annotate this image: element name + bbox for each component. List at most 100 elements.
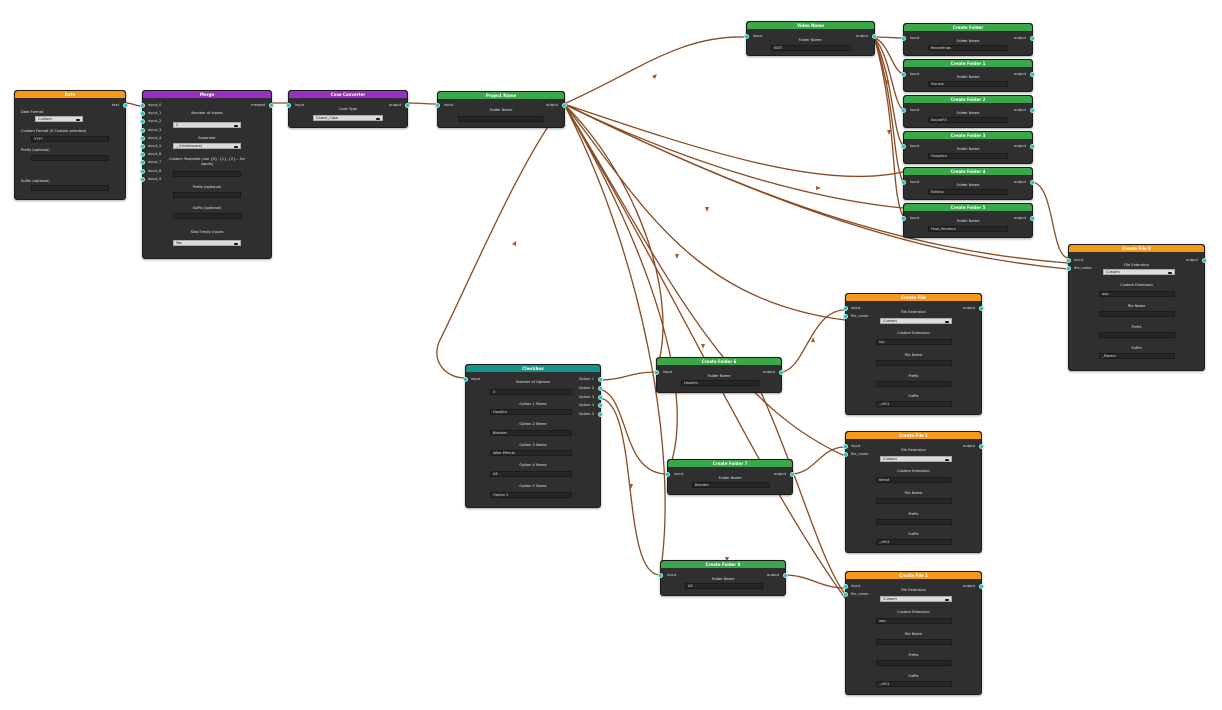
input-port[interactable] <box>901 72 906 77</box>
input-port[interactable] <box>901 144 906 149</box>
output-port[interactable] <box>790 472 795 477</box>
folder-name-input[interactable]: Graphics <box>928 153 1008 159</box>
node-create-file-2[interactable]: Create File 2 input file_name output Fil… <box>843 571 984 695</box>
input-port[interactable] <box>140 119 145 125</box>
node-create-file-1[interactable]: Create File 1 input file_name output Fil… <box>843 431 984 553</box>
input-port[interactable] <box>286 103 291 108</box>
input-port[interactable] <box>901 216 906 221</box>
custom-extension-input[interactable]: hip <box>876 339 952 345</box>
file-name-input[interactable] <box>876 360 952 366</box>
output-port[interactable] <box>405 103 410 108</box>
file-name-port[interactable] <box>1066 266 1071 271</box>
case-type-select[interactable]: Camel_Case <box>313 115 383 121</box>
suffix-input[interactable]: _v001 <box>876 539 952 545</box>
file-name-input[interactable] <box>876 498 952 504</box>
file-name-input[interactable] <box>1099 311 1175 317</box>
folder-name-input[interactable] <box>458 116 544 122</box>
input-port[interactable] <box>435 103 440 108</box>
option-1-input[interactable]: Houdini <box>490 409 572 415</box>
separator-select[interactable]: _ (Underscore) <box>173 143 241 149</box>
output-port[interactable] <box>872 34 877 39</box>
input-port[interactable] <box>140 168 145 174</box>
input-port[interactable] <box>140 135 145 141</box>
input-port[interactable] <box>140 127 145 133</box>
output-port[interactable] <box>783 573 788 578</box>
num-options-input[interactable]: 3 <box>490 389 572 395</box>
file-extension-select[interactable]: Custom <box>880 596 952 602</box>
output-port[interactable] <box>1030 180 1035 185</box>
input-port[interactable] <box>140 176 145 182</box>
input-port[interactable] <box>140 152 145 158</box>
node-create-folder-3[interactable]: Create Folder 3 input output Folder Name… <box>901 131 1035 164</box>
input-port[interactable] <box>665 472 670 477</box>
output-port[interactable] <box>598 412 603 418</box>
input-port[interactable] <box>843 444 848 449</box>
output-port[interactable] <box>598 403 603 409</box>
input-port[interactable] <box>140 103 145 108</box>
output-port[interactable] <box>598 394 603 400</box>
folder-name-input[interactable]: Blender <box>692 482 770 488</box>
input-port[interactable] <box>843 306 848 311</box>
output-port[interactable] <box>123 103 128 108</box>
custom-extension-input[interactable]: aep <box>1099 291 1175 297</box>
prefix-input[interactable] <box>876 660 952 666</box>
folder-name-input[interactable]: Houdini <box>681 380 759 386</box>
output-port[interactable] <box>598 377 603 382</box>
folder-name-input[interactable]: Recordings <box>928 45 1008 51</box>
suffix-input[interactable]: _v001 <box>876 401 952 407</box>
prefix-input[interactable] <box>173 192 241 198</box>
file-extension-select[interactable]: Custom <box>1103 269 1175 275</box>
folder-name-input[interactable]: EDIT <box>771 45 851 51</box>
input-port[interactable] <box>843 584 848 589</box>
node-create-folder-1[interactable]: Create Folder 1 input output Folder Name… <box>901 59 1035 92</box>
folder-name-input[interactable]: Final_Renders <box>928 226 1008 232</box>
input-port[interactable] <box>901 180 906 185</box>
template-input[interactable] <box>173 171 241 177</box>
output-port[interactable] <box>562 103 567 108</box>
node-create-folder-6[interactable]: Create Folder 6 input output Folder Name… <box>654 357 784 393</box>
output-port[interactable] <box>1030 144 1035 149</box>
folder-name-input[interactable]: Editing <box>928 189 1008 195</box>
folder-name-input[interactable]: SoundFX <box>928 117 1008 123</box>
file-extension-select[interactable]: Custom <box>880 456 952 462</box>
output-port[interactable] <box>598 385 603 391</box>
node-create-folder-8[interactable]: Create Folder 8 input output Folder Name… <box>658 560 788 596</box>
suffix-input[interactable] <box>173 213 241 219</box>
option-3-input[interactable]: After Effects <box>490 450 572 456</box>
custom-format-input[interactable]: YYYY <box>31 136 109 142</box>
node-project-name[interactable]: Project Name input output Folder Name <box>435 91 567 128</box>
input-port[interactable] <box>1066 258 1071 263</box>
prefix-input[interactable] <box>1099 332 1175 338</box>
suffix-input[interactable]: _v001 <box>876 681 952 687</box>
output-port[interactable] <box>979 306 984 311</box>
skip-empty-select[interactable]: Yes <box>173 240 241 246</box>
output-port[interactable] <box>779 370 784 375</box>
file-name-port[interactable] <box>843 592 848 597</box>
input-port[interactable] <box>744 34 749 39</box>
prefix-input[interactable] <box>876 519 952 525</box>
file-extension-select[interactable]: Custom <box>880 318 952 324</box>
file-name-input[interactable] <box>876 639 952 645</box>
output-port[interactable] <box>1202 258 1207 263</box>
node-create-file[interactable]: Create File input file_name output File … <box>843 293 984 415</box>
file-name-port[interactable] <box>843 314 848 319</box>
input-port[interactable] <box>140 111 145 117</box>
output-port[interactable] <box>1030 36 1035 41</box>
output-port[interactable] <box>1030 72 1035 77</box>
node-date[interactable]: Date text Date Format Custom Custom Form… <box>14 90 128 200</box>
output-port[interactable] <box>1030 108 1035 113</box>
output-port[interactable] <box>269 103 274 108</box>
custom-extension-input[interactable]: blend <box>876 477 952 483</box>
node-create-folder-4[interactable]: Create Folder 4 input output Folder Name… <box>901 167 1035 200</box>
suffix-input[interactable]: _Master <box>1099 353 1175 359</box>
node-create-folder-5[interactable]: Create Folder 5 input output Folder Name… <box>901 203 1035 238</box>
input-port[interactable] <box>463 377 468 382</box>
input-port[interactable] <box>140 144 145 149</box>
option-2-input[interactable]: Blender <box>490 430 572 436</box>
input-port[interactable] <box>901 36 906 41</box>
prefix-input[interactable] <box>31 155 109 161</box>
option-4-input[interactable]: AE <box>490 471 572 477</box>
file-name-port[interactable] <box>843 452 848 457</box>
